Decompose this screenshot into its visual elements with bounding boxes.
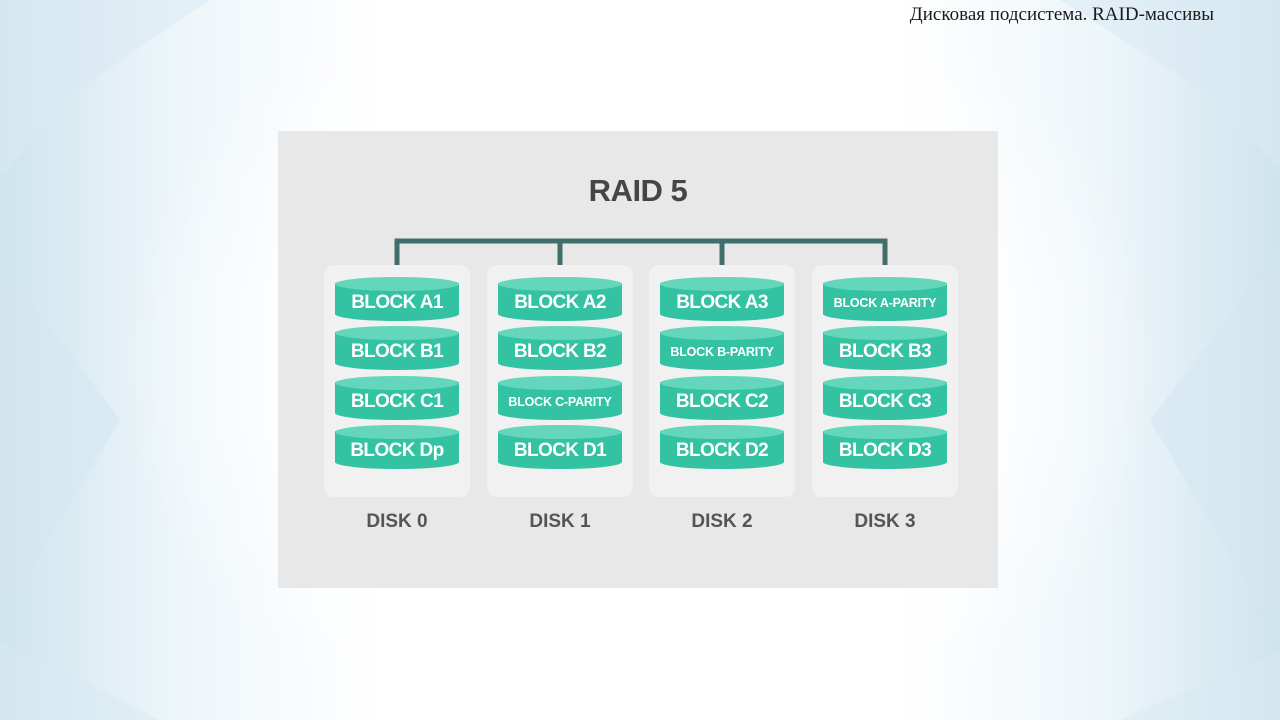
data-block: BLOCK B2	[498, 326, 622, 370]
data-block: BLOCK A3	[660, 277, 784, 321]
block-label: BLOCK B2	[513, 341, 607, 362]
block-label: BLOCK D2	[675, 440, 769, 461]
data-block: BLOCK C-PARITY	[498, 376, 622, 420]
data-block: BLOCK Dp	[335, 425, 459, 469]
block-cylinder-top	[660, 326, 784, 340]
diagram-title: RAID 5	[588, 173, 688, 208]
disk-2: BLOCK A3 BLOCK B-PARITY BLOCK C2 BLOCK D2	[649, 265, 795, 497]
disk-label: DISK 3	[854, 511, 916, 532]
disk-0: BLOCK A1 BLOCK B1 BLOCK C1 BLOCK Dp	[324, 265, 470, 497]
block-label: BLOCK A3	[676, 292, 768, 313]
block-label: BLOCK A2	[514, 292, 606, 313]
slide-title: Дисковая подсистема. RAID-массивы	[909, 4, 1214, 25]
block-label: BLOCK C2	[675, 391, 769, 412]
disk-1: BLOCK A2 BLOCK B2 BLOCK C-PARITY BLOCK D1	[487, 265, 633, 497]
block-cylinder-top	[660, 425, 784, 439]
block-label: BLOCK B3	[838, 341, 932, 362]
block-cylinder-top	[660, 376, 784, 390]
disk-label: DISK 1	[529, 511, 591, 532]
data-block: BLOCK A1	[335, 277, 459, 321]
data-block: BLOCK A2	[498, 277, 622, 321]
block-cylinder-top	[335, 277, 459, 291]
data-block: BLOCK D3	[823, 425, 947, 469]
block-cylinder-top	[335, 425, 459, 439]
block-cylinder-top	[335, 376, 459, 390]
disk-3: BLOCK A-PARITY BLOCK B3 BLOCK C3 BLOCK D3	[812, 265, 958, 497]
block-cylinder-top	[660, 277, 784, 291]
raid5-diagram-panel: RAID 5 BLOCK A1 BLOCK B1 BLOCK C1 BLOCK Dp D…	[278, 131, 998, 588]
block-cylinder-top	[335, 326, 459, 340]
block-label: BLOCK C-PARITY	[508, 395, 612, 409]
data-block: BLOCK C2	[660, 376, 784, 420]
block-cylinder-top	[823, 425, 947, 439]
data-block: BLOCK B3	[823, 326, 947, 370]
block-label: BLOCK A-PARITY	[833, 296, 937, 310]
data-block: BLOCK D2	[660, 425, 784, 469]
block-label: BLOCK D1	[513, 440, 607, 461]
data-block: BLOCK A-PARITY	[823, 277, 947, 321]
block-label: BLOCK D3	[838, 440, 932, 461]
block-label: BLOCK B-PARITY	[670, 345, 774, 359]
data-block: BLOCK C3	[823, 376, 947, 420]
block-cylinder-top	[823, 326, 947, 340]
block-cylinder-top	[498, 376, 622, 390]
block-cylinder-top	[498, 326, 622, 340]
data-block: BLOCK D1	[498, 425, 622, 469]
data-block: BLOCK B1	[335, 326, 459, 370]
data-block: BLOCK B-PARITY	[660, 326, 784, 370]
block-cylinder-top	[498, 425, 622, 439]
block-cylinder-top	[823, 277, 947, 291]
block-label: BLOCK C3	[838, 391, 932, 412]
block-cylinder-top	[498, 277, 622, 291]
block-label: BLOCK C1	[350, 391, 444, 412]
disk-label: DISK 0	[366, 511, 428, 532]
disk-label: DISK 2	[691, 511, 753, 532]
block-label: BLOCK Dp	[350, 440, 444, 461]
block-label: BLOCK B1	[350, 341, 444, 362]
data-block: BLOCK C1	[335, 376, 459, 420]
block-label: BLOCK A1	[351, 292, 443, 313]
block-cylinder-top	[823, 376, 947, 390]
